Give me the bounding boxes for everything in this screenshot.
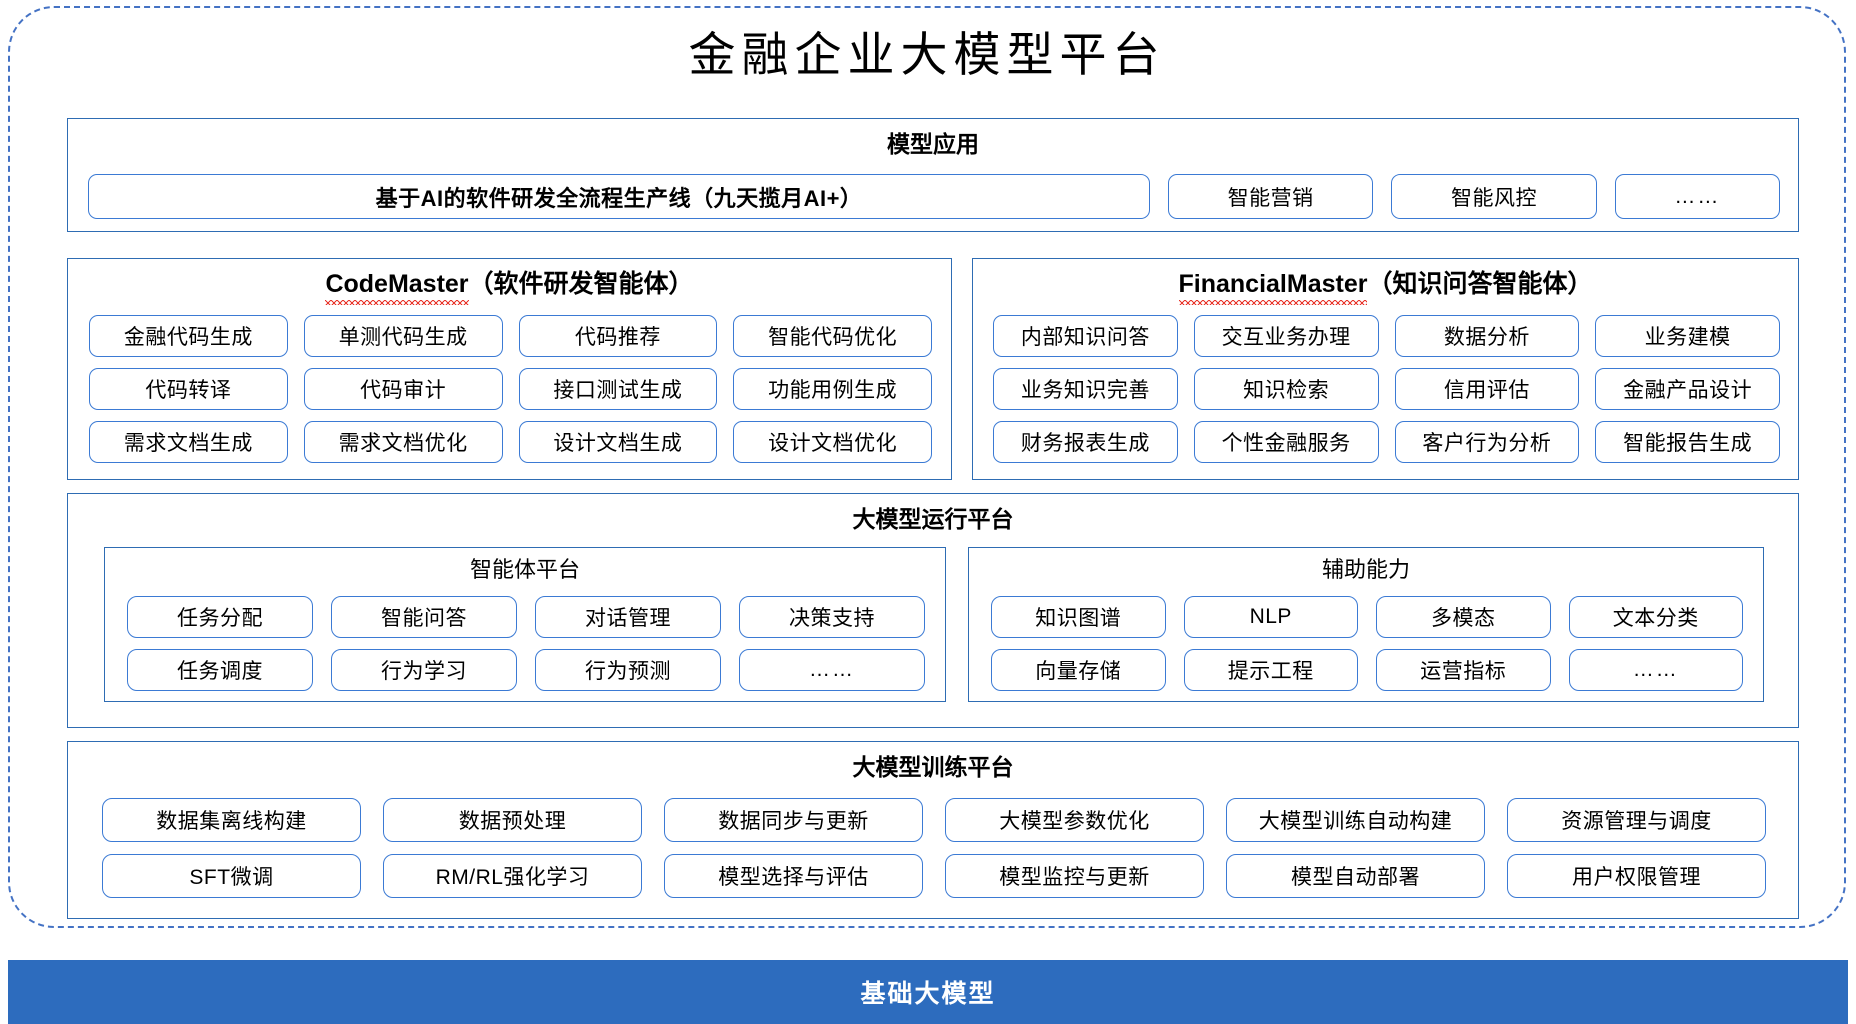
app-item-ai-sdlc-pipeline[interactable]: 基于AI的软件研发全流程生产线（九天揽月AI+） — [88, 174, 1150, 219]
page-title: 金融企业大模型平台 — [688, 28, 1166, 83]
train-item-data-preprocessing[interactable]: 数据预处理 — [383, 798, 642, 842]
train-item-rm-rl-reinforcement-learning[interactable]: RM/RL强化学习 — [383, 854, 642, 898]
section-train-platform: 大模型训练平台 数据集离线构建 数据预处理 数据同步与更新 大模型参数优化 大模… — [67, 741, 1799, 919]
app-item-smart-risk-control[interactable]: 智能风控 — [1391, 174, 1597, 219]
aux-capability-grid: 知识图谱 NLP 多模态 文本分类 向量存储 提示工程 运营指标 …… — [991, 596, 1743, 691]
aux-item-operational-metrics[interactable]: 运营指标 — [1376, 649, 1551, 691]
code-item-api-test-gen[interactable]: 接口测试生成 — [518, 368, 718, 410]
code-item-finance-code-gen[interactable]: 金融代码生成 — [89, 315, 288, 357]
fin-item-internal-knowledge-qa[interactable]: 内部知识问答 — [993, 315, 1178, 357]
code-item-requirement-doc-gen[interactable]: 需求文档生成 — [89, 421, 288, 463]
aux-item-vector-storage[interactable]: 向量存储 — [991, 649, 1166, 691]
subsection-title-aux-capability: 辅助能力 — [1321, 557, 1410, 582]
model-application-item-row: 基于AI的软件研发全流程生产线（九天揽月AI+） 智能营销 智能风控 …… — [88, 174, 1780, 219]
aux-item-knowledge-graph[interactable]: 知识图谱 — [991, 596, 1166, 638]
footer-label: 基础大模型 — [860, 980, 996, 1008]
fin-item-customer-behavior-analysis[interactable]: 客户行为分析 — [1394, 421, 1580, 463]
fin-item-business-modeling[interactable]: 业务建模 — [1595, 315, 1780, 357]
train-item-model-auto-deployment[interactable]: 模型自动部署 — [1226, 854, 1485, 898]
section-title-run-platform: 大模型运行平台 — [852, 506, 1014, 532]
fin-item-financial-statement-gen[interactable]: 财务报表生成 — [993, 421, 1178, 463]
financial-master-name: FinancialMaster — [1178, 270, 1368, 305]
train-item-model-param-optimization[interactable]: 大模型参数优化 — [945, 798, 1204, 842]
agent-item-more[interactable]: …… — [739, 649, 925, 691]
section-title-model-application: 模型应用 — [887, 131, 979, 157]
aux-item-prompt-engineering[interactable]: 提示工程 — [1183, 649, 1358, 691]
fin-item-credit-assessment[interactable]: 信用评估 — [1394, 368, 1580, 410]
code-item-requirement-doc-optimization[interactable]: 需求文档优化 — [303, 421, 503, 463]
code-item-code-translation[interactable]: 代码转译 — [89, 368, 288, 410]
app-item-more[interactable]: …… — [1614, 174, 1780, 219]
code-item-design-doc-gen[interactable]: 设计文档生成 — [518, 421, 718, 463]
aux-item-nlp[interactable]: NLP — [1183, 596, 1358, 638]
section-run-platform: 大模型运行平台 智能体平台 任务分配 智能问答 对话管理 决策支持 任务调度 行… — [67, 493, 1799, 728]
train-item-data-sync-update[interactable]: 数据同步与更新 — [664, 798, 923, 842]
train-item-resource-management-scheduling[interactable]: 资源管理与调度 — [1507, 798, 1766, 842]
train-platform-capability-grid: 数据集离线构建 数据预处理 数据同步与更新 大模型参数优化 大模型训练自动构建 … — [102, 798, 1766, 898]
train-item-offline-dataset-build[interactable]: 数据集离线构建 — [102, 798, 361, 842]
code-item-smart-code-optimization[interactable]: 智能代码优化 — [733, 315, 932, 357]
section-title-code-master: CodeMaster（软件研发智能体） — [68, 270, 951, 305]
app-item-smart-marketing[interactable]: 智能营销 — [1168, 174, 1374, 219]
agent-item-decision-support[interactable]: 决策支持 — [739, 596, 925, 638]
platform-architecture-diagram: 金融企业大模型平台 模型应用 基于AI的软件研发全流程生产线（九天揽月AI+） … — [8, 6, 1846, 928]
agent-item-task-scheduling[interactable]: 任务调度 — [127, 649, 313, 691]
train-item-sft-finetune[interactable]: SFT微调 — [102, 854, 361, 898]
code-item-unit-test-code-gen[interactable]: 单测代码生成 — [303, 315, 503, 357]
agent-platform-capability-grid: 任务分配 智能问答 对话管理 决策支持 任务调度 行为学习 行为预测 …… — [127, 596, 925, 691]
subsection-aux-capability: 辅助能力 知识图谱 NLP 多模态 文本分类 向量存储 提示工程 运营指标 …… — [968, 547, 1764, 702]
subsection-title-agent-platform: 智能体平台 — [469, 557, 580, 582]
footer-foundation-model-band: 基础大模型 — [8, 960, 1848, 1024]
section-model-application: 模型应用 基于AI的软件研发全流程生产线（九天揽月AI+） 智能营销 智能风控 … — [67, 118, 1799, 232]
section-financial-master: FinancialMaster（知识问答智能体） 内部知识问答 交互业务办理 数… — [972, 258, 1799, 480]
fin-item-smart-report-gen[interactable]: 智能报告生成 — [1595, 421, 1780, 463]
fin-item-personalized-financial-service[interactable]: 个性金融服务 — [1193, 421, 1379, 463]
agent-item-smart-qa[interactable]: 智能问答 — [331, 596, 517, 638]
code-item-code-audit[interactable]: 代码审计 — [303, 368, 503, 410]
agent-item-behavior-learning[interactable]: 行为学习 — [331, 649, 517, 691]
train-item-auto-training-build[interactable]: 大模型训练自动构建 — [1226, 798, 1485, 842]
code-item-code-recommendation[interactable]: 代码推荐 — [518, 315, 718, 357]
train-item-user-permission-management[interactable]: 用户权限管理 — [1507, 854, 1766, 898]
agent-item-task-assignment[interactable]: 任务分配 — [127, 596, 313, 638]
fin-item-interactive-business-handling[interactable]: 交互业务办理 — [1193, 315, 1379, 357]
section-title-financial-master: FinancialMaster（知识问答智能体） — [973, 270, 1798, 305]
aux-item-multimodal[interactable]: 多模态 — [1376, 596, 1551, 638]
code-master-name: CodeMaster — [325, 270, 469, 305]
fin-item-knowledge-retrieval[interactable]: 知识检索 — [1193, 368, 1379, 410]
agent-item-behavior-prediction[interactable]: 行为预测 — [535, 649, 721, 691]
code-master-capability-grid: 金融代码生成 单测代码生成 代码推荐 智能代码优化 代码转译 代码审计 接口测试… — [89, 315, 932, 463]
aux-item-text-classification[interactable]: 文本分类 — [1568, 596, 1743, 638]
financial-master-subtitle: （知识问答智能体） — [1367, 270, 1593, 298]
section-title-train-platform: 大模型训练平台 — [852, 754, 1014, 780]
agent-item-dialog-management[interactable]: 对话管理 — [535, 596, 721, 638]
section-code-master: CodeMaster（软件研发智能体） 金融代码生成 单测代码生成 代码推荐 智… — [67, 258, 952, 480]
code-item-functional-case-gen[interactable]: 功能用例生成 — [733, 368, 932, 410]
fin-item-business-knowledge-enhancement[interactable]: 业务知识完善 — [993, 368, 1178, 410]
code-master-subtitle: （软件研发智能体） — [468, 270, 694, 298]
train-item-model-monitoring-update[interactable]: 模型监控与更新 — [945, 854, 1204, 898]
train-item-model-selection-evaluation[interactable]: 模型选择与评估 — [664, 854, 923, 898]
fin-item-financial-product-design[interactable]: 金融产品设计 — [1595, 368, 1780, 410]
financial-master-capability-grid: 内部知识问答 交互业务办理 数据分析 业务建模 业务知识完善 知识检索 信用评估… — [993, 315, 1780, 463]
subsection-agent-platform: 智能体平台 任务分配 智能问答 对话管理 决策支持 任务调度 行为学习 行为预测… — [104, 547, 946, 702]
code-item-design-doc-optimization[interactable]: 设计文档优化 — [733, 421, 932, 463]
fin-item-data-analysis[interactable]: 数据分析 — [1394, 315, 1580, 357]
aux-item-more[interactable]: …… — [1568, 649, 1743, 691]
